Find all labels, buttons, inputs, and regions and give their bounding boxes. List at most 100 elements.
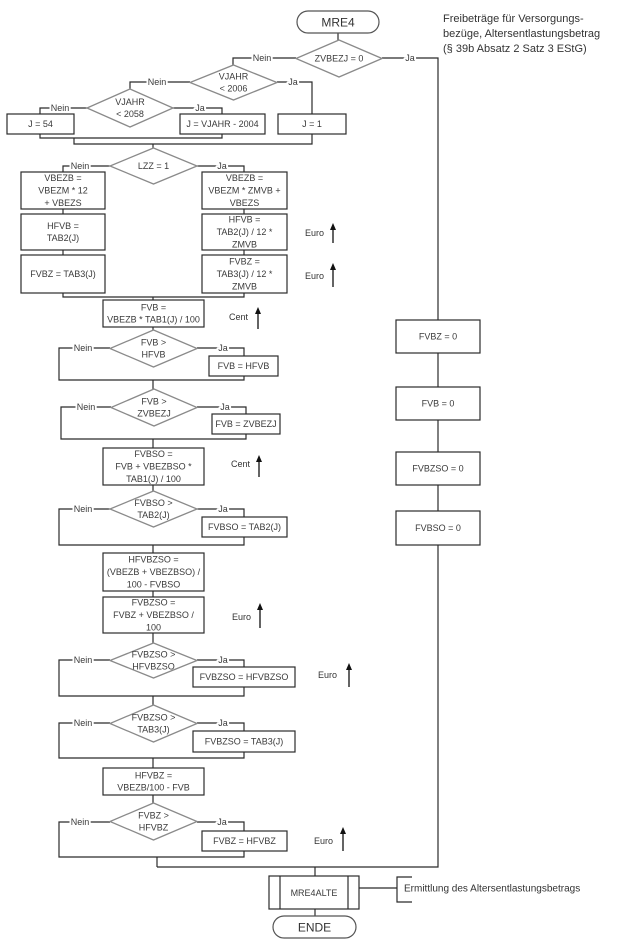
node-text: VJAHR< 2006 [219, 71, 249, 93]
node-text: FVBZSO > TAB3(J) [132, 712, 176, 734]
start-terminal: MRE4 [296, 10, 380, 34]
description-text: Freibeträge für Versorgungs- bezüge, Alt… [443, 13, 603, 55]
process-fvbso-zero: FVBSO = 0 [395, 510, 481, 546]
node-text-line: FVBZ = 0 [419, 332, 457, 342]
connector-line [58, 659, 245, 697]
node-text-line: LZZ = 1 [138, 161, 169, 171]
process-fvb-set-hfvb: FVB = HFVB [208, 355, 279, 377]
connector-line [58, 722, 245, 759]
node-text: FVBSO = 0 [415, 523, 461, 533]
connector-line [39, 107, 87, 114]
node-text: VBEZB =VBEZM * 12+ VBEZS [38, 173, 88, 208]
connector-line [232, 57, 296, 65]
process-shape [208, 355, 279, 377]
node-text-line: FVBSO > [134, 498, 172, 508]
rounding-mark: Euro [318, 663, 352, 687]
rounding-unit: Euro [305, 271, 324, 281]
node-text-line: FVB + VBEZBSO * [115, 462, 192, 472]
node-text-line: TAB2(J) [137, 510, 169, 520]
node-text-line: VBEZM * 12 [38, 186, 88, 196]
decision-fvb-gt-zvbezj: FVB >ZVBEZJ [109, 388, 199, 427]
node-text: HFVBZSO =(VBEZB + VBEZBSO) /100 - FVBSO [107, 555, 201, 590]
branch-label-yes: Ja [218, 655, 228, 665]
node-text-line: FVBSO = 0 [415, 523, 461, 533]
node-text: FVBZSO =FVBZ + VBEZBSO /100 [113, 598, 194, 633]
process-shape [192, 666, 296, 688]
node-text-line: ZMVB [232, 239, 257, 249]
arrow-head [257, 603, 263, 610]
process-vbezb-monthly: VBEZB =VBEZM * ZMVB +VBEZS [201, 171, 288, 210]
node-text: LZZ = 1 [138, 161, 169, 171]
branch-label-yes: Ja [217, 161, 227, 171]
arrow-up-icon [257, 603, 263, 628]
branch-label-no: Nein [74, 504, 93, 514]
node-text: J = 54 [28, 119, 53, 129]
node-text: FVB = HFVB [218, 361, 270, 371]
arrow-head [330, 263, 336, 270]
node-text: FVBZ =TAB3(J) / 12 *ZMVB [217, 257, 273, 292]
connector-line [58, 347, 245, 381]
process-hfvbzso: HFVBZSO =(VBEZB + VBEZBSO) /100 - FVBSO [102, 552, 205, 592]
node-text: VJAHR< 2058 [115, 97, 145, 119]
rounding-unit: Euro [232, 612, 251, 622]
process-fvbz-yearly: FVBZ = TAB3(J) [20, 254, 106, 294]
connector-line [197, 659, 245, 667]
process-shape [20, 254, 106, 294]
description-line: bezüge, Altersentlastungsbetrag [443, 28, 600, 40]
node-text-line: < 2006 [220, 84, 248, 94]
arrow-up-icon [330, 223, 336, 243]
rounding-mark: Euro [305, 223, 336, 243]
subroutine-label: MRE4ALTE [291, 888, 338, 898]
process-shape [201, 516, 288, 538]
arrow-up-icon [256, 455, 262, 477]
node-text-line: FVBSO = [134, 449, 172, 459]
branch-label-yes: Ja [288, 77, 298, 87]
decision-shape [108, 147, 199, 185]
connector-line [73, 134, 313, 145]
process-shape [395, 451, 481, 486]
node-text-line: FVBZ + VBEZBSO / [113, 610, 194, 620]
node-text: FVB =VBEZB * TAB1(J) / 100 [107, 302, 200, 324]
decision-fvb-gt-hfvb: FVB >HFVB [108, 329, 199, 368]
node-text-line: FVBZ > [138, 810, 169, 820]
process-shape [6, 113, 75, 135]
node-text-line: HFVBZ [139, 823, 169, 833]
branch-label-no: Nein [253, 53, 272, 63]
branch-label-no: Nein [148, 77, 167, 87]
node-text-line: FVBZSO = [132, 598, 176, 608]
node-text-line: FVBZSO > [132, 712, 176, 722]
process-shape [102, 299, 205, 328]
arrow-up-icon [340, 827, 346, 851]
node-text-line: HFVBZ = [135, 770, 172, 780]
process-shape [20, 213, 106, 251]
process-shape [102, 552, 205, 592]
decision-shape [294, 39, 384, 78]
node-text: FVBZ = TAB3(J) [30, 269, 95, 279]
branch-label-yes: Ja [218, 504, 228, 514]
node-text-line: < 2058 [116, 109, 144, 119]
arrow-head [346, 663, 352, 670]
rounding-unit: Cent [231, 459, 251, 469]
node-text: FVBZSO >HFVBZSO [132, 649, 176, 671]
process-hfvb-monthly: HFVB =TAB2(J) / 12 *ZMVB [201, 213, 288, 251]
rounding-mark: Cent [229, 307, 261, 329]
arrow-head [255, 307, 261, 314]
connector-line [129, 81, 190, 89]
node-text-line: FVBZSO > [132, 649, 176, 659]
rounding-mark: Euro [305, 263, 336, 287]
process-fvb: FVB =VBEZB * TAB1(J) / 100 [102, 299, 205, 328]
arrow-up-icon [330, 263, 336, 287]
connector-line [197, 821, 245, 831]
subroutine-mre4alte: MRE4ALTE [268, 875, 360, 910]
process-j-54: J = 54 [6, 113, 75, 135]
node-text-line: TAB3(J) [137, 725, 169, 735]
node-text-line: VBEZB = [44, 173, 81, 183]
decision-zvbezj-zero: ZVBEZJ = 0 [294, 39, 384, 78]
rounding-unit: Euro [318, 670, 337, 680]
decision-shape [108, 642, 199, 679]
node-text-line: FVB > [141, 396, 166, 406]
arrow-up-icon [346, 663, 352, 687]
connector-line [58, 508, 245, 546]
node-text-line: HFVBZSO = [128, 555, 178, 565]
